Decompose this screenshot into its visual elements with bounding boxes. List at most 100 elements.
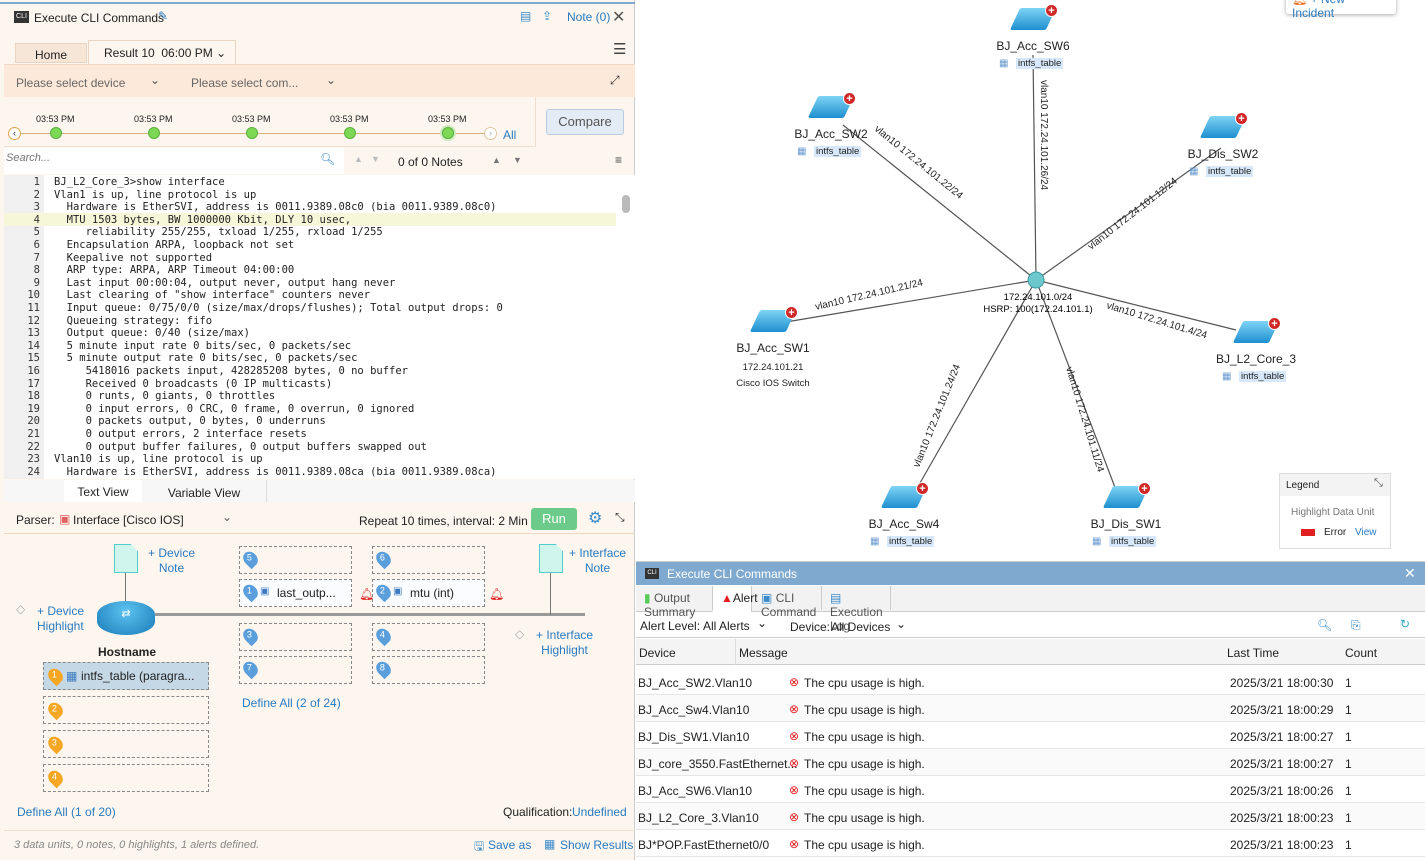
search-prev-icon[interactable]: ▲ — [354, 154, 363, 164]
chevron-down-icon[interactable]: ⌄ — [222, 510, 233, 524]
device-data-unit[interactable]: 1▦intfs_table (paragra... — [43, 662, 209, 690]
link-sw6[interactable] — [1032, 54, 1037, 281]
refresh-icon[interactable]: ↻ — [1400, 617, 1411, 631]
alert-level-select[interactable]: All Alerts — [703, 619, 750, 633]
tab-cli-command[interactable]: ▣ CLI Command — [753, 586, 822, 619]
note-prev-icon[interactable]: ▲ — [492, 155, 501, 165]
compare-button[interactable]: Compare — [546, 109, 624, 135]
link-sw2[interactable] — [842, 124, 1037, 281]
show-results-button[interactable]: Show Results — [560, 838, 634, 852]
node-table-sw2[interactable]: intfs_table — [814, 146, 862, 157]
interface-data-unit[interactable]: 7 — [239, 656, 352, 684]
topology-map[interactable]: vlan10 172.24.101.26/24 vlan10 172.24.10… — [636, 0, 1425, 560]
table-row[interactable]: BJ*POP.FastEthernet0/0⊗The cpu usage is … — [636, 830, 1425, 857]
timeline-point[interactable] — [246, 127, 258, 139]
export-icon[interactable]: ⎘ — [1351, 618, 1361, 632]
node-label-dis1[interactable]: BJ_Dis_SW1 — [1090, 517, 1162, 531]
timeline-point[interactable] — [344, 127, 356, 139]
link-dis2[interactable] — [1035, 147, 1222, 281]
interface-data-unit[interactable]: 8 — [372, 656, 485, 684]
timeline-next-button[interactable]: › — [484, 127, 497, 140]
tab-output-summary[interactable]: ▮ Output Summary — [636, 586, 713, 619]
interface-data-unit[interactable]: 2▣mtu (int) — [372, 579, 485, 607]
search-icon[interactable]: 🔍︎ — [1317, 618, 1333, 632]
interface-data-unit[interactable]: 5 — [239, 546, 352, 574]
chevron-down-icon[interactable]: ⌄ — [896, 617, 907, 631]
timeline-prev-button[interactable]: ‹ — [8, 127, 21, 140]
define-all-device[interactable]: Define All (1 of 20) — [17, 805, 116, 819]
device-data-unit[interactable]: 3 — [43, 730, 209, 758]
interface-data-unit[interactable]: 1▣last_outp... — [239, 579, 352, 607]
chevron-down-icon[interactable]: ⌄ — [757, 616, 768, 630]
node-table-sw4[interactable]: intfs_table — [887, 536, 935, 547]
link-core3[interactable] — [1035, 279, 1237, 331]
col-message[interactable]: Message — [739, 646, 788, 660]
close-icon[interactable]: ✕ — [612, 9, 626, 26]
qualification-value[interactable]: Undefined — [572, 805, 627, 819]
share-icon[interactable]: ⇪ — [542, 9, 553, 23]
col-last-time[interactable]: Last Time — [1227, 646, 1280, 660]
node-table-core3[interactable]: intfs_table — [1239, 371, 1287, 382]
command-select[interactable]: Please select com... — [191, 76, 299, 90]
device-note-icon[interactable] — [114, 544, 138, 573]
tab-execution-log[interactable]: ▤ Execution Log — [822, 586, 891, 633]
node-label-sw1[interactable]: BJ_Acc_SW1 — [736, 341, 810, 355]
link-dis1[interactable] — [1035, 279, 1117, 491]
interface-data-unit[interactable]: 4 — [372, 623, 485, 651]
menu-icon[interactable]: ≡ — [615, 153, 623, 167]
clipboard-icon[interactable]: ▤ — [520, 9, 532, 23]
node-label-sw6[interactable]: BJ_Acc_SW6 — [996, 39, 1070, 53]
node-table-sw6[interactable]: intfs_table — [1016, 58, 1064, 69]
parser-select[interactable]: Interface [Cisco IOS] — [73, 513, 184, 527]
legend-view-link[interactable]: View — [1355, 527, 1377, 538]
chevron-down-icon[interactable]: ⌄ — [150, 73, 161, 87]
node-table-dis1[interactable]: intfs_table — [1109, 536, 1157, 547]
node-table-dis2[interactable]: intfs_table — [1206, 166, 1254, 177]
tab-alert[interactable]: ▲Alert — [713, 586, 758, 612]
save-as-button[interactable]: Save as — [488, 838, 532, 852]
edit-icon[interactable]: ✎ — [158, 9, 169, 23]
note-button[interactable]: Note (0) — [567, 10, 611, 24]
node-label-core3[interactable]: BJ_L2_Core_3 — [1215, 352, 1297, 366]
close-icon[interactable]: ✕ — [1404, 565, 1416, 581]
device-data-unit[interactable]: 2 — [43, 696, 209, 724]
scrollbar[interactable] — [619, 177, 633, 477]
device-data-unit[interactable]: 4 — [43, 764, 209, 792]
device-select[interactable]: Please select device — [16, 76, 126, 90]
interface-note-icon[interactable] — [539, 544, 563, 573]
link-sw1[interactable] — [785, 279, 1037, 323]
table-row[interactable]: BJ_Acc_SW6.Vlan10⊗The cpu usage is high.… — [636, 776, 1425, 803]
col-count[interactable]: Count — [1345, 646, 1378, 660]
interface-data-unit[interactable]: 3 — [239, 623, 352, 651]
note-next-icon[interactable]: ▼ — [513, 155, 522, 165]
search-icon[interactable]: 🔍︎ — [320, 152, 336, 166]
table-row[interactable]: BJ_core_3550.FastEthernet...⊗The cpu usa… — [636, 749, 1425, 776]
expand-icon[interactable]: ⤢ — [610, 73, 620, 87]
tab-result[interactable]: Result 10 06:00 PM ⌄ — [88, 40, 236, 64]
table-row[interactable]: BJ_Acc_SW2.Vlan10⊗The cpu usage is high.… — [636, 668, 1425, 695]
interface-data-unit[interactable]: 6 — [372, 546, 485, 574]
collapse-icon[interactable]: ⤡ — [615, 510, 625, 524]
link-sw4[interactable] — [915, 279, 1037, 491]
subnet-hub-icon[interactable] — [1027, 271, 1045, 289]
table-row[interactable]: BJ_Dis_SW1.Vlan10⊗The cpu usage is high.… — [636, 722, 1425, 749]
new-incident-button[interactable]: 🔔︎ + New Incident — [1286, 0, 1396, 20]
tab-home[interactable]: Home — [15, 43, 87, 63]
gear-icon[interactable]: ⚙ — [588, 510, 603, 527]
table-row[interactable]: BJ_Acc_Sw4.Vlan10⊗The cpu usage is high.… — [636, 695, 1425, 722]
chevron-down-icon[interactable]: ⌄ — [326, 73, 337, 87]
tab-text-view[interactable]: Text View — [64, 480, 142, 502]
timeline-point[interactable] — [50, 127, 62, 139]
node-label-sw4[interactable]: BJ_Acc_Sw4 — [868, 517, 940, 531]
define-all-interface[interactable]: Define All (2 of 24) — [242, 696, 341, 710]
legend-collapse-icon[interactable]: ⤡ — [1374, 477, 1383, 489]
table-row[interactable]: BJ_L2_Core_3.Vlan10⊗The cpu usage is hig… — [636, 803, 1425, 830]
alert-bell-outline-icon[interactable]: 🔔︎ — [359, 587, 375, 601]
run-button[interactable]: Run — [531, 508, 577, 530]
timeline-point[interactable] — [442, 127, 454, 139]
col-device[interactable]: Device — [639, 646, 676, 660]
